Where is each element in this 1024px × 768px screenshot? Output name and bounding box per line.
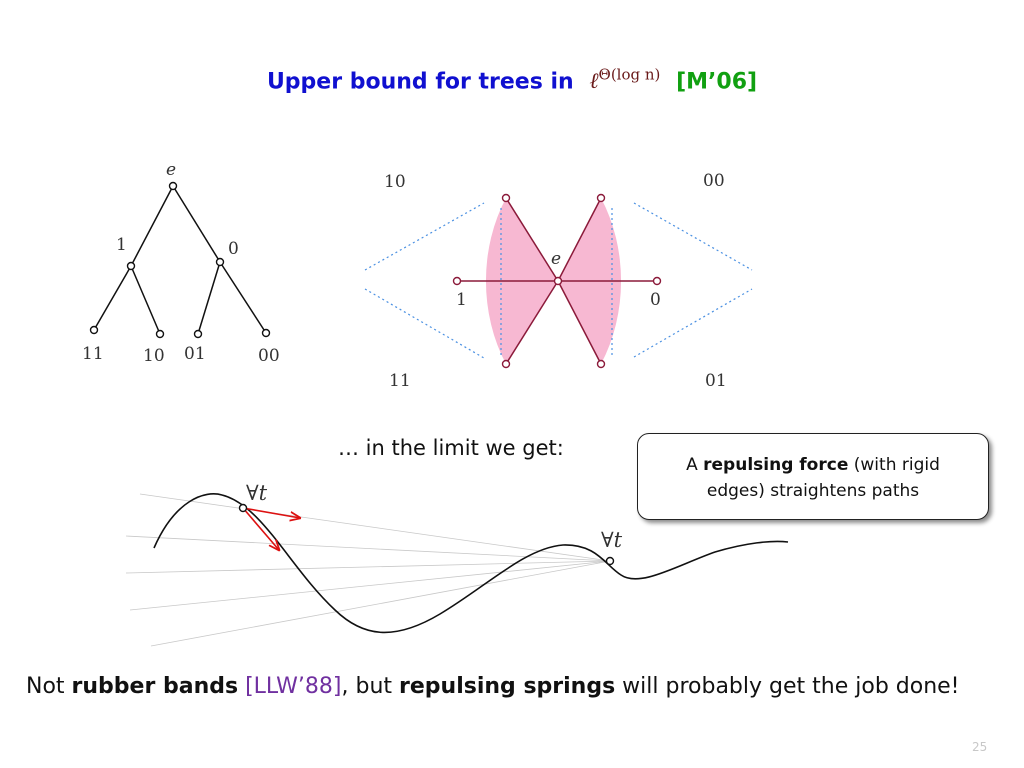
binary-tree: e 1 0 11 10 01 00 <box>82 160 280 366</box>
embedding-side-label-0: 0 <box>650 290 661 310</box>
bottom-text: will probably get the job done! <box>615 674 960 699</box>
limit-caption: … in the limit we get: <box>338 436 564 460</box>
callout-line-1: A repulsing force (with rigid <box>638 452 988 478</box>
tree-edge <box>93 265 132 331</box>
tree-leaf-label: 00 <box>258 346 280 366</box>
embedding-corner-label: 00 <box>703 171 725 191</box>
embedding-edge <box>557 280 602 365</box>
tree-edge <box>172 185 221 263</box>
ray-line <box>139 493 611 562</box>
force-arrow <box>242 507 279 550</box>
limit-curve <box>153 493 789 634</box>
embedding-node <box>596 359 606 369</box>
ray-line <box>129 560 611 611</box>
embedding-node <box>501 193 511 203</box>
tree-edge <box>197 261 221 335</box>
force-arrow <box>242 507 300 518</box>
tree-leaf-label: 10 <box>143 346 165 366</box>
tree-node <box>155 329 165 339</box>
embedding-center-label: e <box>551 249 561 269</box>
tree-leaf-label: 11 <box>82 344 104 364</box>
callout-prefix: A <box>686 455 704 475</box>
tree-node <box>168 181 178 191</box>
embedding-node <box>553 276 563 286</box>
callout-line-2: edges) straightens paths <box>706 481 920 501</box>
embedding-node <box>501 359 511 369</box>
tree-node <box>215 257 225 267</box>
title-math-base: ℓ <box>589 69 599 95</box>
bottom-text: , but <box>341 674 400 699</box>
tree-leaf-label: 01 <box>184 344 206 364</box>
tree-node <box>193 329 203 339</box>
callout-rest: (with rigid <box>848 455 940 475</box>
tree-node <box>89 325 99 335</box>
callout-box: A repulsing force (with rigid edges) str… <box>637 433 989 520</box>
tree-node <box>261 328 271 338</box>
dotted-guide <box>364 202 485 271</box>
bottom-bold-rubber-bands: rubber bands <box>71 674 239 699</box>
embedding-node <box>452 276 462 286</box>
title-cite: [M’06] <box>676 69 758 95</box>
bottom-text: Not <box>26 674 72 699</box>
embedding-edge <box>557 197 602 282</box>
bottom-cite: [LLW’88] <box>245 674 342 699</box>
tree-node <box>126 261 136 271</box>
ray-line <box>125 560 611 574</box>
title-math-exp: Θ(log n) <box>598 66 661 84</box>
title-text: Upper bound for trees in <box>266 69 574 95</box>
tree-edge <box>130 185 174 267</box>
tree-root-label: e <box>166 160 176 180</box>
embedding-node <box>596 193 606 203</box>
embedding-edge <box>505 280 559 365</box>
embedding-corner-label: 10 <box>384 172 406 192</box>
ray-line <box>125 535 611 562</box>
page-number: 25 <box>972 740 988 754</box>
ray-line <box>150 560 611 647</box>
embedding-edge <box>505 197 559 282</box>
title-math: ℓΘ(log n) <box>589 66 661 95</box>
tree-edge-label-0: 0 <box>228 239 239 259</box>
embedding-corner-label: 11 <box>389 371 411 391</box>
slide-title: Upper bound for trees in ℓΘ(log n) [M’06… <box>0 66 1024 94</box>
limit-curve-figure: ∀t ∀t <box>125 481 789 647</box>
tree-edge-label-1: 1 <box>116 235 127 255</box>
embedding-diagram: e 10 00 11 01 1 0 <box>364 171 753 391</box>
curve-node <box>238 503 248 513</box>
forall-t-label: ∀t <box>601 528 623 552</box>
bottom-bold-repulsing-springs: repulsing springs <box>399 674 616 699</box>
dotted-guide <box>633 202 753 271</box>
embedding-corner-label: 01 <box>705 371 727 391</box>
bottom-statement: Not rubber bands [LLW’88], but repulsing… <box>26 674 960 699</box>
curve-node <box>605 556 615 566</box>
tree-edge <box>130 265 161 335</box>
embedding-node <box>652 276 662 286</box>
forall-t-label: ∀t <box>246 481 268 505</box>
embedding-side-label-1: 1 <box>456 290 467 310</box>
callout-bold: repulsing force <box>703 455 849 475</box>
tree-edge <box>219 261 267 334</box>
